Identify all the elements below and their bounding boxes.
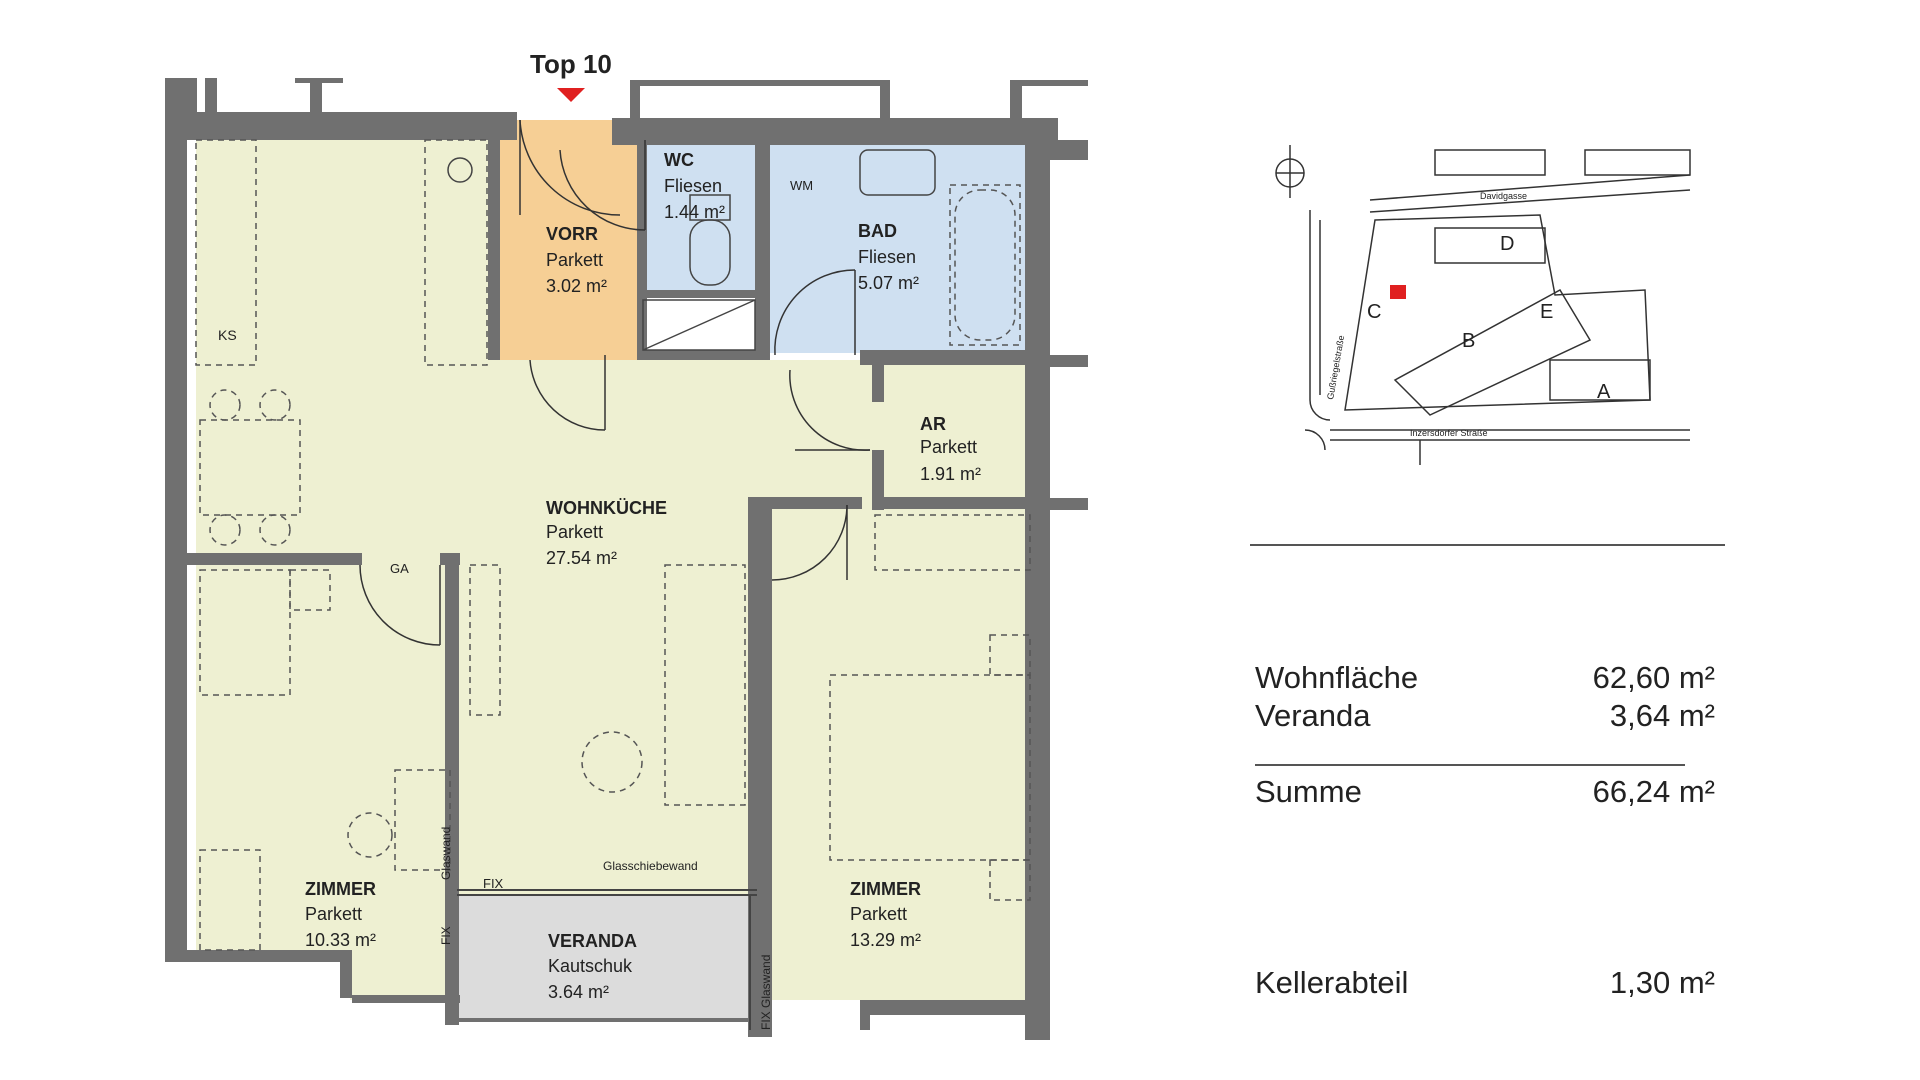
svg-text:WC: WC bbox=[664, 150, 694, 170]
svg-text:Parkett: Parkett bbox=[546, 522, 603, 542]
summe-value: 66,24 m² bbox=[1592, 774, 1715, 809]
ks-tag: KS bbox=[218, 327, 237, 343]
summe-row: Summe 66,24 m² bbox=[1255, 774, 1715, 810]
ar-label: AR Parkett 1.91 m² bbox=[920, 414, 981, 484]
room-fills bbox=[196, 120, 1035, 1020]
svg-text:D: D bbox=[1500, 233, 1514, 255]
ga-tag: GA bbox=[390, 561, 409, 576]
svg-text:3.02 m²: 3.02 m² bbox=[546, 276, 607, 296]
kellerabteil-value: 1,30 m² bbox=[1609, 965, 1715, 1000]
bad-fill bbox=[770, 145, 1025, 353]
fix-tag-left: FIX bbox=[439, 926, 453, 945]
svg-text:C: C bbox=[1367, 301, 1381, 323]
summary-divider bbox=[1255, 764, 1685, 766]
svg-text:ZIMMER: ZIMMER bbox=[305, 879, 376, 899]
bathtub bbox=[949, 184, 1021, 346]
entry-marker bbox=[557, 88, 585, 102]
glasswall-sliding-tag: Glasschiebewand bbox=[603, 859, 698, 873]
site-marker bbox=[1390, 285, 1406, 299]
site-building-labels: A B C D E Davidgasse Gußriegelstraße Inz… bbox=[1325, 191, 1611, 438]
svg-text:27.54 m²: 27.54 m² bbox=[546, 548, 617, 568]
bed-right bbox=[829, 674, 1031, 861]
stove bbox=[447, 157, 473, 183]
fix-tag: FIX bbox=[483, 876, 504, 891]
desk-left bbox=[394, 769, 451, 871]
wohnkueche-fill bbox=[196, 140, 1035, 1000]
svg-text:Fliesen: Fliesen bbox=[664, 176, 722, 196]
svg-text:Gußriegelstraße: Gußriegelstraße bbox=[1325, 335, 1346, 401]
zimmer-right-label: ZIMMER Parkett 13.29 m² bbox=[850, 879, 921, 950]
svg-text:A: A bbox=[1597, 381, 1611, 403]
svg-text:ZIMMER: ZIMMER bbox=[850, 879, 921, 899]
washbasin bbox=[859, 149, 936, 196]
veranda-row: Veranda 3,64 m² bbox=[1255, 698, 1715, 734]
svg-text:Fliesen: Fliesen bbox=[858, 247, 916, 267]
door-swings bbox=[359, 119, 871, 646]
wohnflaeche-label: Wohnfläche bbox=[1255, 660, 1419, 695]
bad-label: BAD Fliesen 5.07 m² bbox=[858, 221, 919, 293]
wc-fill bbox=[643, 145, 758, 293]
svg-text:3.64 m²: 3.64 m² bbox=[548, 982, 609, 1002]
furniture bbox=[195, 139, 1031, 951]
svg-text:Davidgasse: Davidgasse bbox=[1480, 191, 1527, 201]
wardrobe-left bbox=[199, 569, 291, 696]
wohnkueche-label: WOHNKÜCHE Parkett 27.54 m² bbox=[546, 498, 667, 568]
svg-text:AR: AR bbox=[920, 414, 946, 434]
wm-tag: WM bbox=[790, 178, 813, 193]
svg-text:E: E bbox=[1540, 301, 1553, 323]
svg-text:5.07 m²: 5.07 m² bbox=[858, 273, 919, 293]
veranda-summary-value: 3,64 m² bbox=[1609, 698, 1715, 733]
sanitary bbox=[447, 149, 936, 351]
svg-text:B: B bbox=[1462, 330, 1475, 352]
walls bbox=[165, 78, 1088, 1040]
svg-text:BAD: BAD bbox=[858, 221, 897, 241]
svg-text:1.91 m²: 1.91 m² bbox=[920, 464, 981, 484]
fix-glass-tag-right: FIX Glaswand bbox=[759, 955, 773, 1030]
svg-text:VORR: VORR bbox=[546, 224, 598, 244]
site-plan bbox=[1275, 145, 1691, 465]
svg-text:1.44 m²: 1.44 m² bbox=[664, 202, 725, 222]
svg-text:Parkett: Parkett bbox=[546, 250, 603, 270]
shower-tray bbox=[642, 299, 756, 351]
unit-label: Top 10 bbox=[530, 49, 612, 79]
wc-label: WC Fliesen 1.44 m² bbox=[664, 150, 725, 222]
kellerabteil-row: Kellerabteil 1,30 m² bbox=[1255, 965, 1715, 1001]
svg-text:WOHNKÜCHE: WOHNKÜCHE bbox=[546, 498, 667, 518]
kellerabteil-label: Kellerabteil bbox=[1255, 965, 1409, 1000]
svg-text:Parkett: Parkett bbox=[305, 904, 362, 924]
svg-text:10.33 m²: 10.33 m² bbox=[305, 930, 376, 950]
vorr-label: VORR Parkett 3.02 m² bbox=[546, 224, 607, 296]
glass-tag-left: Glaswand bbox=[439, 827, 453, 880]
svg-text:Kautschuk: Kautschuk bbox=[548, 956, 633, 976]
svg-text:VERANDA: VERANDA bbox=[548, 931, 637, 951]
glass-walls bbox=[457, 889, 757, 1030]
veranda-summary-label: Veranda bbox=[1255, 698, 1371, 733]
dining-table bbox=[199, 419, 301, 516]
wohnflaeche-value: 62,60 m² bbox=[1592, 660, 1715, 695]
veranda-label: VERANDA Kautschuk 3.64 m² bbox=[548, 931, 637, 1002]
svg-text:Parkett: Parkett bbox=[850, 904, 907, 924]
veranda-fill bbox=[457, 895, 757, 1020]
wohnflaeche-row: Wohnfläche 62,60 m² bbox=[1255, 660, 1715, 696]
summe-label: Summe bbox=[1255, 774, 1362, 809]
svg-text:Parkett: Parkett bbox=[920, 437, 977, 457]
svg-text:13.29 m²: 13.29 m² bbox=[850, 930, 921, 950]
zimmer-left-label: ZIMMER Parkett 10.33 m² bbox=[305, 879, 376, 950]
round-table bbox=[581, 731, 643, 793]
sofa bbox=[664, 564, 746, 806]
svg-text:Inzersdorfer Straße: Inzersdorfer Straße bbox=[1410, 428, 1488, 438]
